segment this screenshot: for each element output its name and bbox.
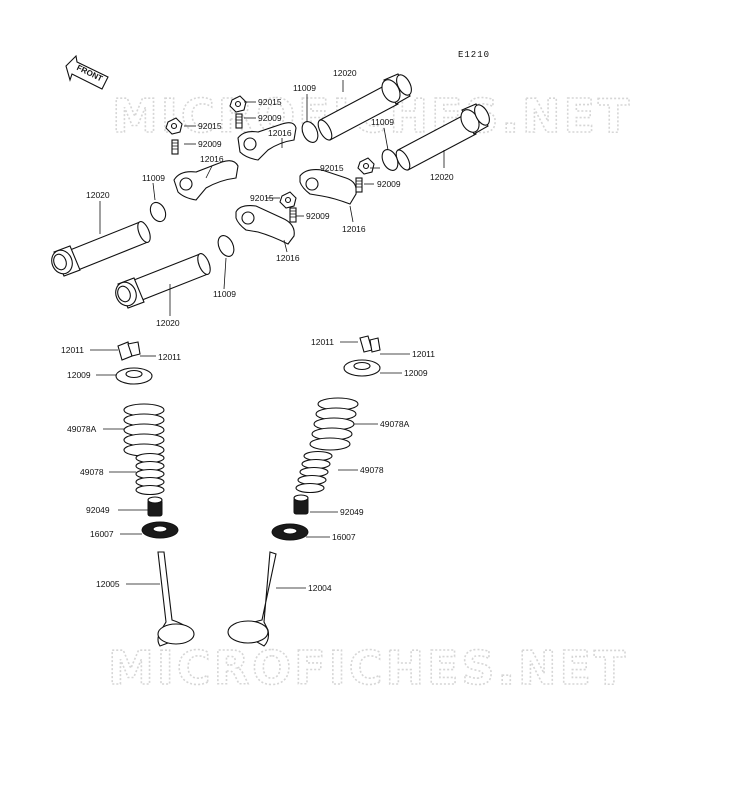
part-label-49078a[interactable]: 49078A bbox=[67, 424, 97, 434]
part-label-16007[interactable]: 16007 bbox=[90, 529, 114, 539]
part-label-12011[interactable]: 12011 bbox=[158, 352, 181, 362]
part-label-16007[interactable]: 16007 bbox=[332, 532, 356, 542]
nut-2[interactable] bbox=[229, 95, 247, 113]
part-label-11009[interactable]: 11009 bbox=[142, 173, 165, 183]
part-label-12020[interactable]: 12020 bbox=[333, 68, 357, 78]
adjust-screw-4[interactable] bbox=[289, 207, 297, 223]
exhaust-valve-left[interactable] bbox=[157, 551, 195, 647]
valve-seal-left[interactable] bbox=[147, 496, 163, 517]
part-label-12016[interactable]: 12016 bbox=[200, 154, 224, 164]
o-ring-left[interactable] bbox=[147, 200, 168, 224]
part-label-12011[interactable]: 12011 bbox=[412, 349, 435, 359]
part-label-92009[interactable]: 92009 bbox=[377, 179, 401, 189]
part-label-92009[interactable]: 92009 bbox=[198, 139, 222, 149]
part-label-92015[interactable]: 92015 bbox=[320, 163, 344, 173]
valve-keeper-right[interactable] bbox=[359, 335, 381, 353]
part-label-92009[interactable]: 92009 bbox=[258, 113, 282, 123]
part-label-12009[interactable]: 12009 bbox=[404, 368, 428, 378]
part-label-92049[interactable]: 92049 bbox=[86, 505, 110, 515]
adjust-screw-2[interactable] bbox=[235, 113, 243, 129]
nut-4[interactable] bbox=[279, 191, 297, 209]
spring-seat-right[interactable] bbox=[271, 523, 309, 541]
part-label-12011[interactable]: 12011 bbox=[311, 337, 334, 347]
front-arrow-icon: FRONT bbox=[65, 54, 109, 90]
rocker-shaft-right[interactable] bbox=[393, 102, 492, 172]
o-ring-lower[interactable] bbox=[215, 233, 237, 259]
valve-seal-right[interactable] bbox=[293, 494, 309, 515]
part-label-11009[interactable]: 11009 bbox=[213, 289, 236, 299]
valve-keeper-left[interactable] bbox=[117, 341, 141, 361]
adjust-screw-3[interactable] bbox=[355, 177, 363, 193]
inner-spring-left[interactable] bbox=[135, 452, 165, 496]
nut-3[interactable] bbox=[357, 157, 375, 175]
rocker-arm-1[interactable] bbox=[173, 160, 239, 201]
part-label-92049[interactable]: 92049 bbox=[340, 507, 364, 517]
rocker-shaft-left[interactable] bbox=[48, 220, 153, 277]
intake-valve-right[interactable] bbox=[227, 551, 277, 647]
part-label-49078a[interactable]: 49078A bbox=[380, 419, 410, 429]
part-label-11009[interactable]: 11009 bbox=[371, 117, 394, 127]
watermark-bottom: MICROFICHES.NET bbox=[108, 641, 628, 695]
part-label-49078[interactable]: 49078 bbox=[80, 467, 104, 477]
o-ring-top[interactable] bbox=[299, 119, 321, 145]
rocker-shaft-lower[interactable] bbox=[112, 252, 213, 309]
part-label-12011[interactable]: 12011 bbox=[61, 345, 84, 355]
rocker-arm-4[interactable] bbox=[235, 205, 295, 245]
part-label-12016[interactable]: 12016 bbox=[276, 253, 300, 263]
spring-seat-left[interactable] bbox=[141, 521, 179, 539]
part-label-12020[interactable]: 12020 bbox=[156, 318, 180, 328]
inner-spring-right[interactable] bbox=[295, 450, 333, 494]
rocker-arm-3[interactable] bbox=[299, 169, 357, 205]
leader-lines bbox=[90, 80, 445, 589]
part-label-12009[interactable]: 12009 bbox=[67, 370, 91, 380]
part-label-49078[interactable]: 49078 bbox=[360, 465, 384, 475]
part-label-12004[interactable]: 12004 bbox=[308, 583, 332, 593]
nut-1[interactable] bbox=[165, 117, 183, 135]
part-label-12020[interactable]: 12020 bbox=[86, 190, 110, 200]
part-label-12016[interactable]: 12016 bbox=[268, 128, 292, 138]
o-ring-right[interactable] bbox=[379, 147, 401, 173]
part-label-11009[interactable]: 11009 bbox=[293, 83, 316, 93]
part-label-92015[interactable]: 92015 bbox=[250, 193, 274, 203]
outer-spring-left[interactable] bbox=[123, 403, 165, 457]
part-label-12005[interactable]: 12005 bbox=[96, 579, 120, 589]
part-label-92009[interactable]: 92009 bbox=[306, 211, 330, 221]
part-label-92015[interactable]: 92015 bbox=[198, 121, 222, 131]
part-label-12020[interactable]: 12020 bbox=[430, 172, 454, 182]
diagram-code: E1210 bbox=[458, 50, 490, 60]
outer-spring-right[interactable] bbox=[309, 397, 359, 451]
spring-retainer-right[interactable] bbox=[343, 359, 381, 377]
spring-retainer-left[interactable] bbox=[115, 367, 153, 385]
part-label-92015[interactable]: 92015 bbox=[258, 97, 282, 107]
adjust-screw-1[interactable] bbox=[171, 139, 179, 155]
rocker-shaft-top[interactable] bbox=[315, 72, 414, 142]
rocker-arm-2[interactable] bbox=[237, 122, 297, 161]
part-label-12016[interactable]: 12016 bbox=[342, 224, 366, 234]
